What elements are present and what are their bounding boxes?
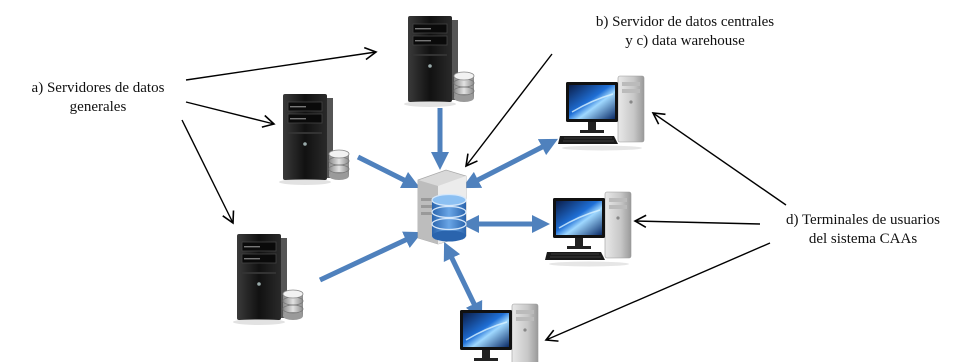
general-server-icon: [403, 15, 475, 108]
link-arrow: [318, 231, 423, 283]
user-terminal-icon: [451, 303, 539, 362]
label-b-line1: b) Servidor de datos centrales: [595, 14, 775, 30]
central-server-icon: [417, 169, 467, 245]
pointer-arrow: [185, 101, 276, 128]
label-user-terminals: d) Terminales de usuarios del sistema CA…: [758, 211, 968, 249]
label-d-line1: d) Terminales de usuarios: [785, 212, 941, 228]
pointer-arrow: [651, 112, 787, 206]
pointer-arrow: [633, 214, 761, 228]
label-central-server: b) Servidor de datos centrales y c) data…: [560, 13, 810, 51]
pointer-arrow: [181, 119, 235, 225]
connection-arrows: [318, 108, 559, 321]
link-arrow: [356, 154, 421, 189]
label-d-line2: del sistema CAAs: [808, 231, 918, 247]
pointer-arrow: [544, 242, 771, 342]
user-terminal-icon: [544, 191, 632, 268]
label-general-servers: a) Servidores de datos generales: [0, 79, 196, 117]
label-b-line2: y c) data warehouse: [625, 33, 745, 49]
pointer-arrow: [464, 53, 553, 168]
general-server-icon: [232, 233, 304, 326]
general-server-icon: [278, 93, 350, 186]
user-terminal-icon: [557, 75, 645, 152]
pointer-arrow: [185, 46, 378, 81]
label-pointer-arrows: [181, 46, 787, 342]
label-a-line1: a) Servidores de datos: [31, 80, 165, 96]
link-arrow: [443, 241, 483, 321]
label-a-line2: generales: [69, 99, 127, 115]
link-arrow: [461, 138, 559, 189]
